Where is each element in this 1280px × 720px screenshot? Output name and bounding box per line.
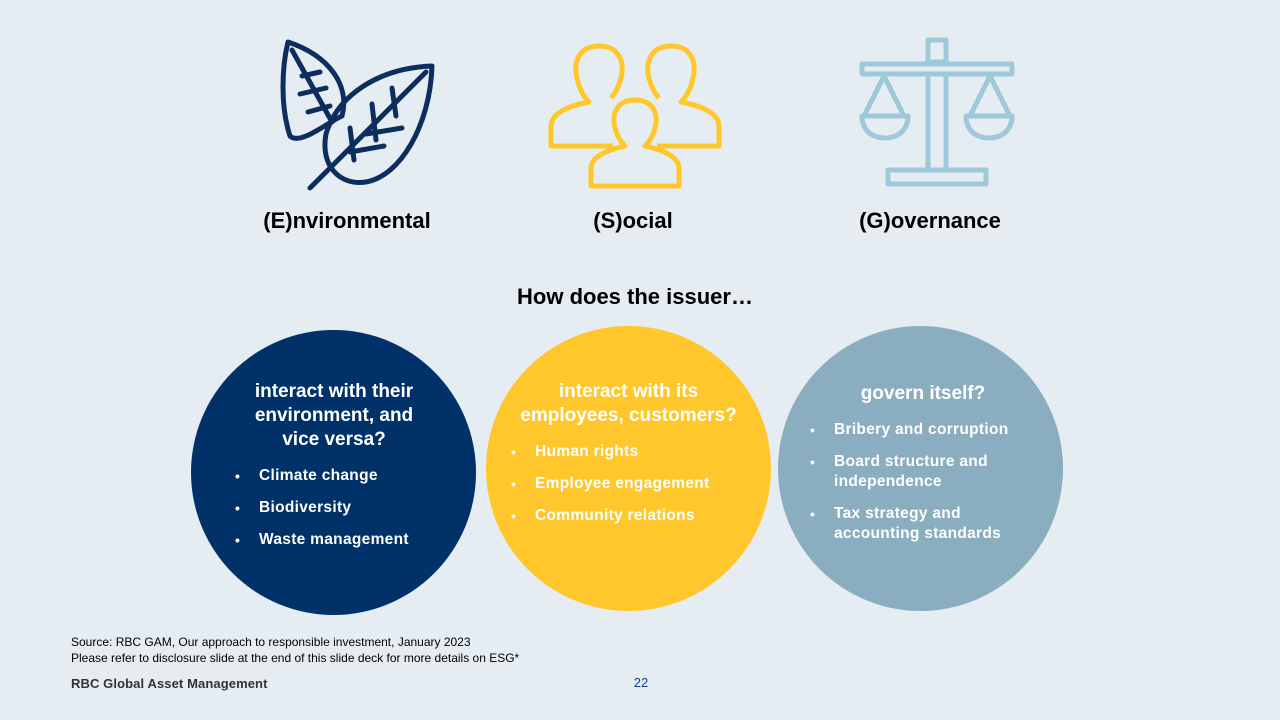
pillar-label-governance: (G)overnance: [859, 208, 1001, 233]
bullet-icon: •: [235, 500, 241, 516]
bullet-icon: •: [511, 476, 517, 492]
list-item: •Human rights: [511, 443, 639, 460]
pillar-label-social: (S)ocial: [593, 208, 673, 233]
bullet-list: •Bribery and corruption •Board structure…: [810, 420, 1040, 556]
circle-title: govern itself?: [860, 383, 986, 404]
bullet-list: •Human rights •Employee engagement •Comm…: [511, 442, 751, 538]
list-item: •Employee engagement: [511, 475, 710, 492]
people-icon: [548, 43, 722, 189]
question-heading: How does the issuer…: [517, 284, 753, 309]
bullet-icon: •: [511, 444, 517, 460]
list-item: •Tax strategy and accounting standards: [810, 505, 1002, 542]
bullet-icon: •: [511, 508, 517, 524]
circle-title: interact with its employees, customers?: [520, 381, 737, 426]
bullet-icon: •: [810, 422, 816, 438]
bullet-list: •Climate change •Biodiversity •Waste man…: [235, 466, 455, 562]
bullet-icon: •: [235, 468, 241, 484]
footer-notes: Source: RBC GAM, Our approach to respons…: [71, 634, 519, 666]
scales-icon: [859, 37, 1015, 187]
list-item: •Bribery and corruption: [810, 421, 1009, 438]
list-item: •Biodiversity: [235, 499, 352, 516]
list-item: •Community relations: [511, 507, 695, 524]
bullet-icon: •: [810, 454, 816, 470]
disclosure-note: Please refer to disclosure slide at the …: [71, 651, 520, 665]
social-circle: interact with its employees, customers? …: [486, 326, 771, 611]
page-number: 22: [633, 675, 649, 690]
circle-title: interact with their environment, and vic…: [254, 381, 414, 450]
leaf-icon: [280, 39, 435, 191]
list-item: •Climate change: [235, 467, 378, 484]
bullet-icon: •: [235, 532, 241, 548]
environmental-circle: interact with their environment, and vic…: [191, 330, 476, 615]
governance-circle: govern itself? •Bribery and corruption •…: [778, 326, 1063, 611]
list-item: •Board structure and independence: [810, 453, 988, 490]
source-note: Source: RBC GAM, Our approach to respons…: [71, 635, 471, 649]
list-item: •Waste management: [235, 531, 409, 548]
bullet-icon: •: [810, 506, 816, 522]
brand-logo-text: RBC Global Asset Management: [71, 676, 268, 691]
pillar-label-environmental: (E)nvironmental: [263, 208, 431, 233]
